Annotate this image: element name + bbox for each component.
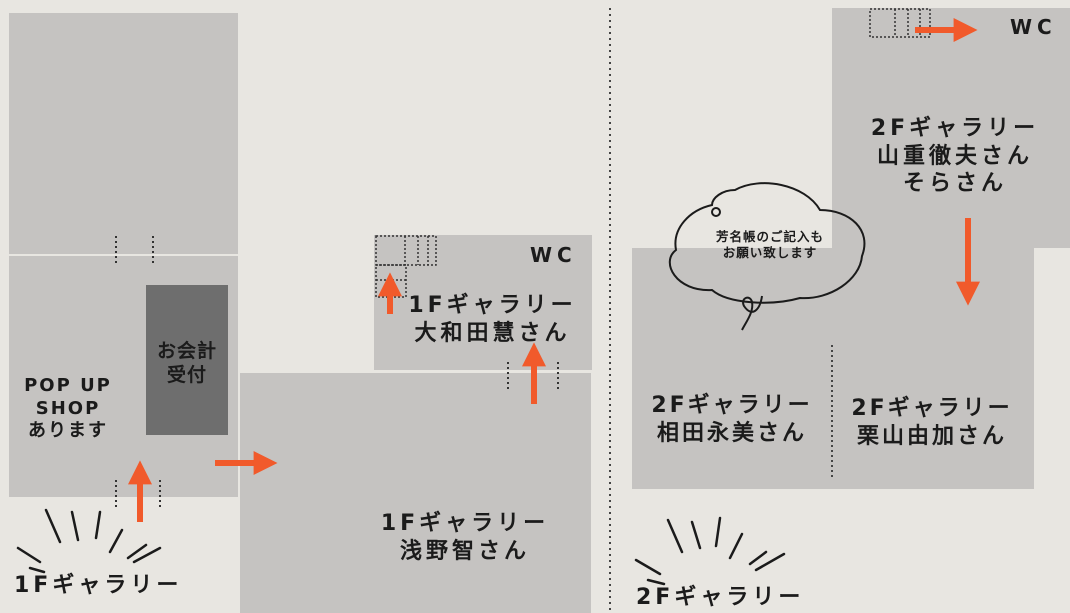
asano-gallery-line-1: 1Fギャラリー: [380, 511, 550, 536]
guestbook-note-line-1: 芳名帳のご記入も: [715, 229, 824, 244]
cashier-label: お会計 受付: [146, 340, 228, 388]
doorway-marks: [115, 236, 559, 510]
aida-gallery-line-2: 相田永美さん: [656, 420, 807, 446]
yamashige-gallery-label: 2Fギャラリー 山重徹夫さん そらさん: [840, 115, 1070, 198]
floor2-wc-label: WC: [1010, 15, 1057, 39]
popup-shop-line-2: SHOP: [35, 397, 101, 419]
kuriyama-gallery-line-2: 栗山由加さん: [856, 423, 1007, 449]
owada-gallery-room: [374, 235, 592, 370]
yamashige-gallery-room: [832, 8, 1070, 248]
asano-gallery-room: [240, 373, 591, 613]
guestbook-note-line-2: お願い致します: [722, 244, 818, 260]
storage-room: [9, 13, 238, 254]
yamashige-gallery-line-3: そらさん: [902, 171, 1007, 196]
aida-gallery-label: 2Fギャラリー 相田永美さん: [634, 392, 830, 447]
kuriyama-gallery-label: 2Fギャラリー 栗山由加さん: [834, 395, 1030, 450]
asano-gallery-label: 1Fギャラリー 浅野智さん: [350, 510, 580, 565]
popup-shop-line-1: POP UP: [24, 375, 112, 396]
stairs-icon: [375, 235, 437, 298]
guestbook-note: 芳名帳のご記入も お願い致します: [682, 229, 858, 260]
owada-gallery-line-2: 大和田慧さん: [414, 320, 571, 346]
floor1-wc-label: WC: [530, 243, 577, 267]
cashier-line-1: お会計: [156, 340, 217, 362]
stairs-icon-2f: [869, 8, 931, 38]
floor1-heading: 1Fギャラリー: [14, 573, 183, 598]
owada-gallery-line-1: 1Fギャラリー: [408, 293, 577, 318]
burst-decoration-1f: [16, 508, 162, 574]
yamashige-gallery-line-2: 山重徹夫さん: [876, 143, 1033, 169]
kuriyama-gallery-line-1: 2Fギャラリー: [851, 396, 1013, 421]
burst-decoration-2f: [634, 516, 786, 586]
owada-gallery-label: 1Fギャラリー 大和田慧さん: [385, 292, 600, 347]
popup-shop-line-3: あります: [28, 420, 108, 441]
cashier-counter: [146, 285, 228, 435]
floor2-heading: 2Fギャラリー: [636, 585, 805, 610]
cashier-line-2: 受付: [166, 363, 207, 386]
aida-gallery-line-1: 2Fギャラリー: [651, 393, 813, 418]
asano-gallery-line-2: 浅野智さん: [399, 538, 530, 564]
popup-shop-label: POP UP SHOP あります: [12, 375, 124, 443]
yamashige-gallery-line-1: 2Fギャラリー: [870, 116, 1040, 141]
speech-bubble: [668, 182, 866, 304]
